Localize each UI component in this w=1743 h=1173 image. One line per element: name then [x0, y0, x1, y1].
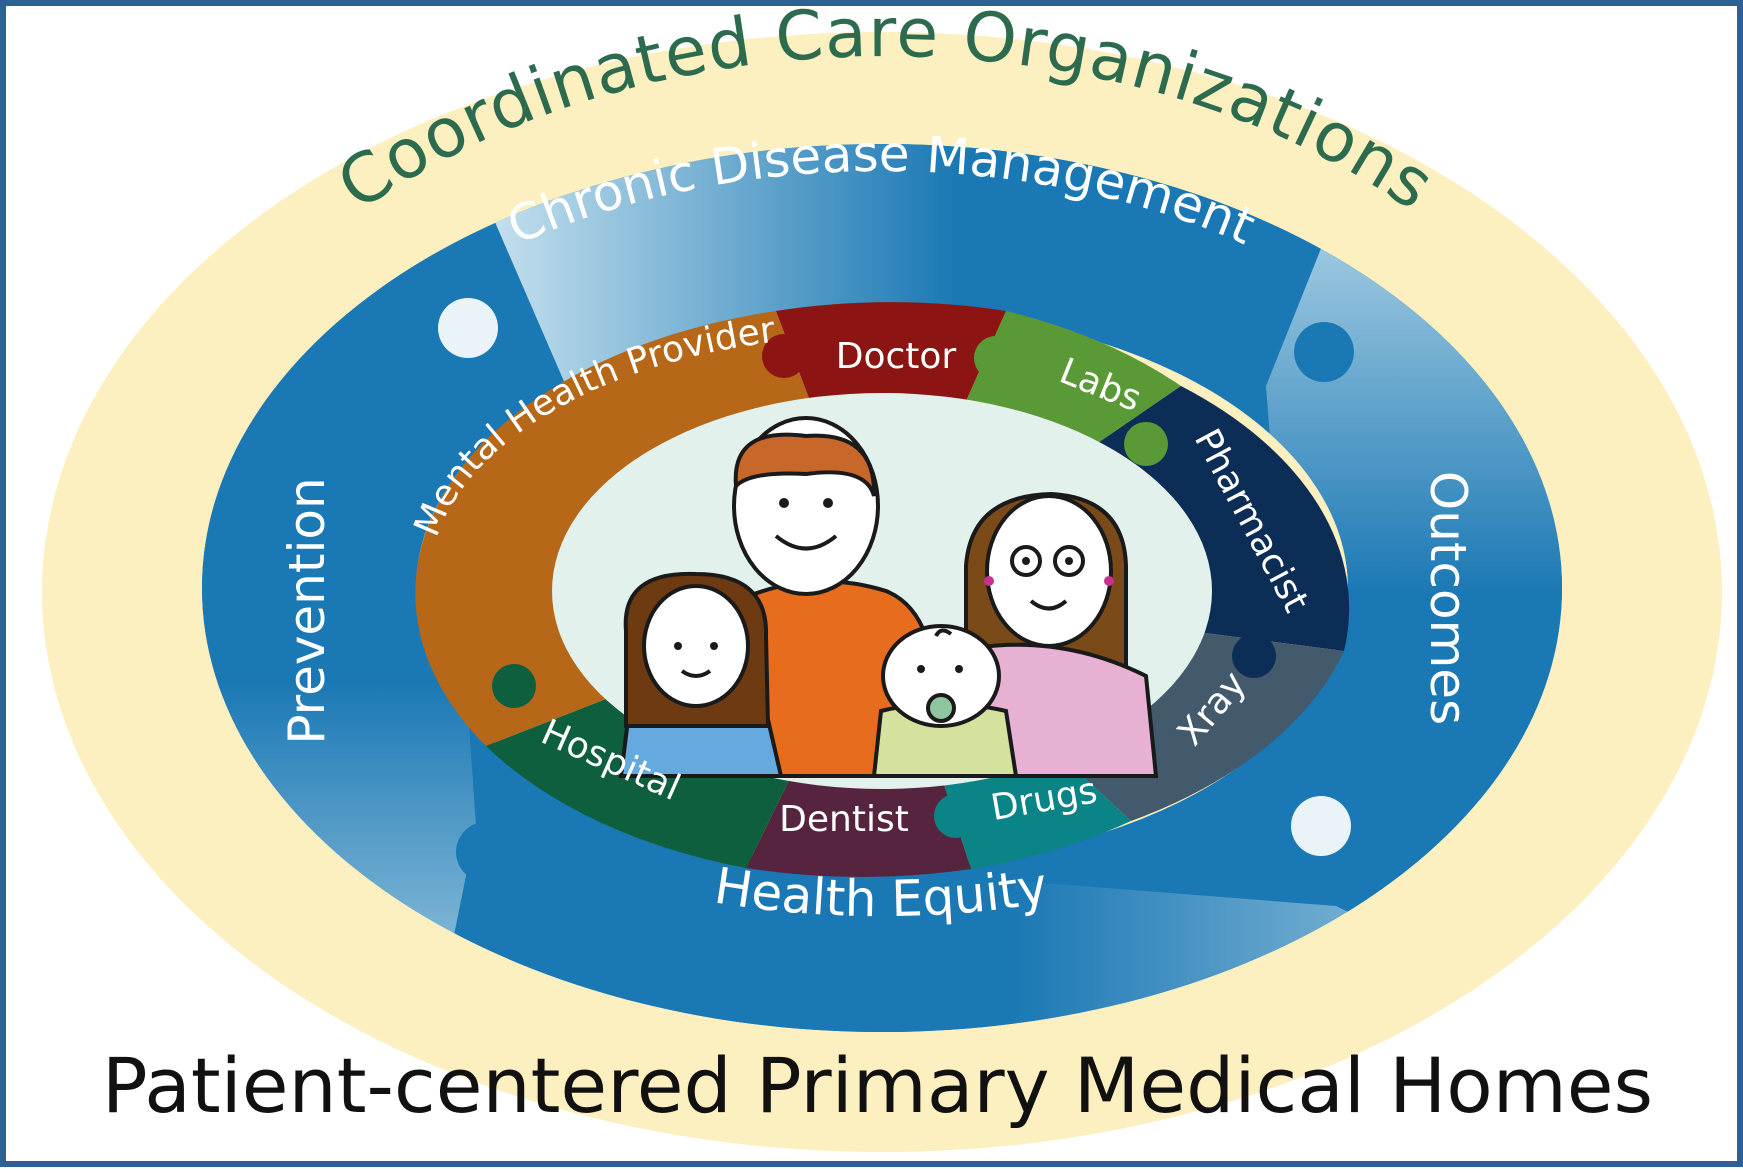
middle-right-label: Outcomes — [1419, 471, 1477, 725]
doctor-label: Doctor — [836, 336, 957, 377]
girl-figure — [618, 571, 784, 778]
care-diagram: Coordinated Care Organizations Chronic D… — [42, 6, 1722, 1152]
middle-left-label: Prevention — [278, 477, 336, 744]
page-title: Patient-centered Primary Medical Homes — [101, 1041, 1654, 1130]
middle-segment-bottom — [406, 826, 1562, 1032]
baby-figure — [871, 624, 1019, 778]
family-illustration — [618, 416, 1159, 778]
middle-segment-right — [1266, 144, 1562, 1032]
dentist-label: Dentist — [779, 799, 909, 840]
